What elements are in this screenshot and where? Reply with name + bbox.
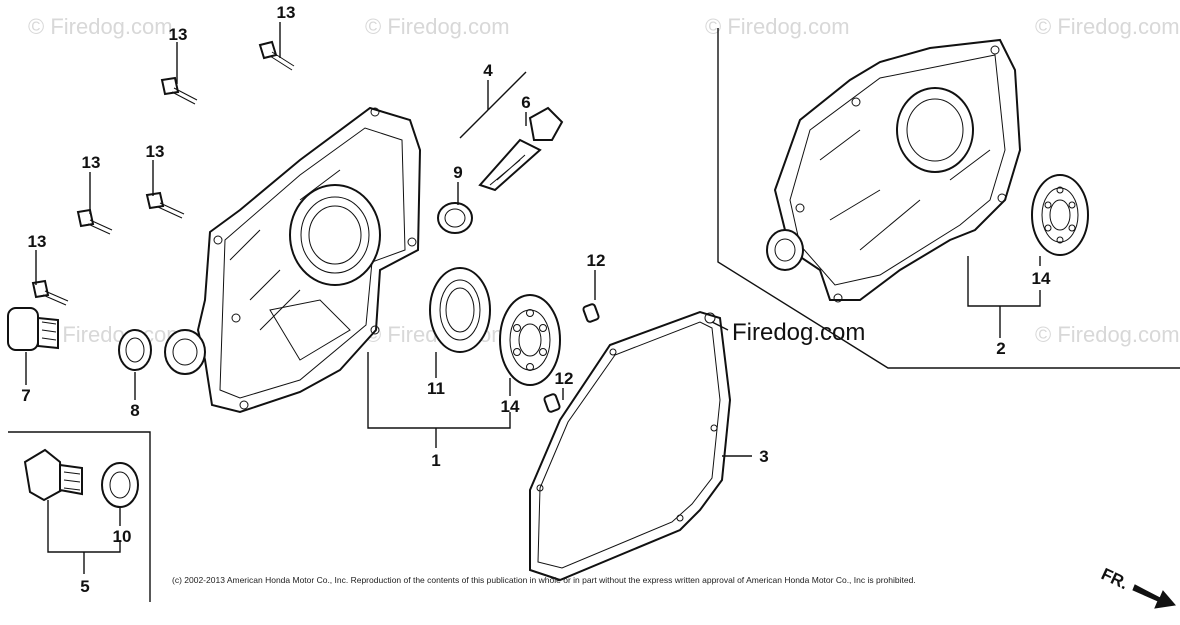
ball-bearing-left [499,294,561,386]
sealing-washer [118,329,152,371]
watermark: © Firedog.com [365,14,510,39]
drain-plug [7,307,59,351]
callout-12: 12 [587,251,606,270]
flange-bolt [258,40,295,71]
watermark: © Firedog.com [705,14,850,39]
watermark: © Firedog.com [1035,14,1180,39]
oil-filler-cap [478,106,564,192]
callout-10: 10 [113,527,132,546]
callout-13: 13 [146,142,165,161]
callout-14: 14 [501,397,520,416]
flange-bolt [76,208,113,235]
ball-bearing-right [1031,174,1089,256]
flange-bolt [31,279,69,306]
watermark: © Firedog.com [28,14,173,39]
flange-bolt [145,191,185,219]
callout-13: 13 [82,153,101,172]
callout-4: 4 [483,61,493,80]
oil-filler-cap-alt [23,448,83,502]
front-direction-arrow: FR. [1098,564,1176,609]
callout-7: 7 [21,386,30,405]
direction-label: FR. [1098,564,1131,593]
callout-13: 13 [277,3,296,22]
leader-lines [25,22,1041,574]
callout-14: 14 [1032,269,1051,288]
callout-11: 11 [427,379,445,398]
case-gasket [529,310,732,582]
callout-6: 6 [521,93,530,112]
callout-12: 12 [555,369,574,388]
dowel-pin [543,393,561,413]
oil-seal [429,267,491,353]
callout-9: 9 [453,163,462,182]
o-ring [437,202,473,234]
crankcase-cover-left [164,106,422,414]
crankcase-cover-right [766,38,1022,303]
callout-1: 1 [431,451,440,470]
arrow-icon [1132,584,1176,609]
callout-3: 3 [759,447,768,466]
inset-frame [8,431,151,602]
sealing-washer-alt [101,462,139,508]
dowel-pin [582,303,600,323]
flange-bolt [160,76,198,105]
callout-8: 8 [130,401,139,420]
watermark: © Firedog.com [1035,322,1180,347]
callout-13: 13 [28,232,47,251]
copyright-notice: (c) 2002-2013 American Honda Motor Co., … [172,575,916,585]
callout-5: 5 [80,577,89,596]
inset-frame-right [717,28,1180,369]
watermark: © Firedog.com [40,322,185,347]
callout-2: 2 [996,339,1005,358]
brand-label: Firedog.com [732,319,865,346]
callout-13: 13 [169,25,188,44]
